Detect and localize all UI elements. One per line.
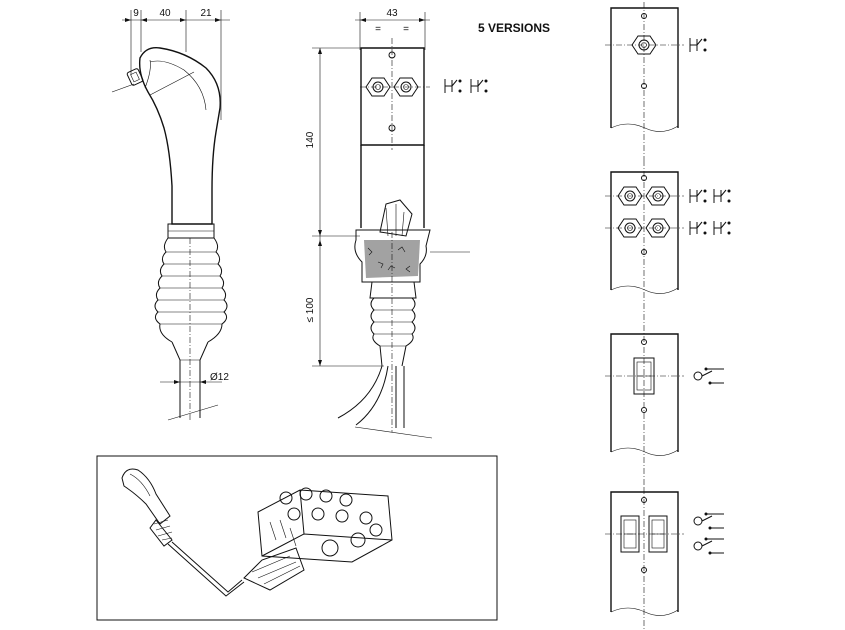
version-1-panel xyxy=(605,2,707,160)
dim-side-width: 40 xyxy=(159,8,171,19)
version-1-switch-symbol-icon xyxy=(689,38,707,52)
dim-boot-length: ≤ 100 xyxy=(305,297,316,322)
dim-side-extra: 21 xyxy=(200,8,212,19)
front-cable-left xyxy=(337,365,383,419)
equal-mark-left: = xyxy=(375,24,381,35)
version-3-switch-symbol-icon xyxy=(693,367,724,385)
front-bellows xyxy=(370,297,416,367)
version-2-switch-symbols-icon xyxy=(689,189,731,235)
dim-front-height: 140 xyxy=(305,131,316,148)
side-bellows xyxy=(154,237,228,368)
version-4-switch-symbols-icon xyxy=(693,512,724,555)
version-2-nut-bottom-right-icon xyxy=(645,218,671,238)
switch-symbol-icon xyxy=(444,79,488,93)
front-body xyxy=(360,145,425,228)
version-4-rocker-right-icon xyxy=(648,515,668,553)
dim-side-offset: 9 xyxy=(133,8,139,19)
front-nut-left-icon xyxy=(365,77,391,97)
front-nut-right-icon xyxy=(393,77,419,97)
inset-valve-block xyxy=(257,487,393,563)
handle-side-body xyxy=(138,47,221,225)
inset-frame xyxy=(96,455,498,621)
side-button-icon xyxy=(111,68,195,96)
dim-cable-diameter: Ø12 xyxy=(210,372,229,383)
version-2-nut-bottom-left-icon xyxy=(617,218,643,238)
inset-cable xyxy=(167,541,245,597)
version-2-nut-top-right-icon xyxy=(645,186,671,206)
version-3-panel xyxy=(605,325,724,488)
side-view: 9 40 21 xyxy=(111,8,230,421)
equal-mark-right: = xyxy=(403,24,409,35)
version-3-rocker-icon xyxy=(633,357,655,395)
dim-front-width: 43 xyxy=(386,8,398,19)
inset-handle xyxy=(121,468,171,525)
version-1-nut-icon xyxy=(631,35,657,55)
version-4-rocker-left-icon xyxy=(620,515,640,553)
inset-valve-bellows xyxy=(243,547,305,591)
front-view: 43 = = xyxy=(305,8,488,439)
version-2-nut-top-left-icon xyxy=(617,186,643,206)
version-4-panel xyxy=(605,488,724,630)
isometric-inset xyxy=(96,455,498,621)
versions-title: 5 VERSIONS xyxy=(478,21,550,35)
version-2-panel xyxy=(605,160,731,325)
front-section-cut xyxy=(354,199,470,283)
